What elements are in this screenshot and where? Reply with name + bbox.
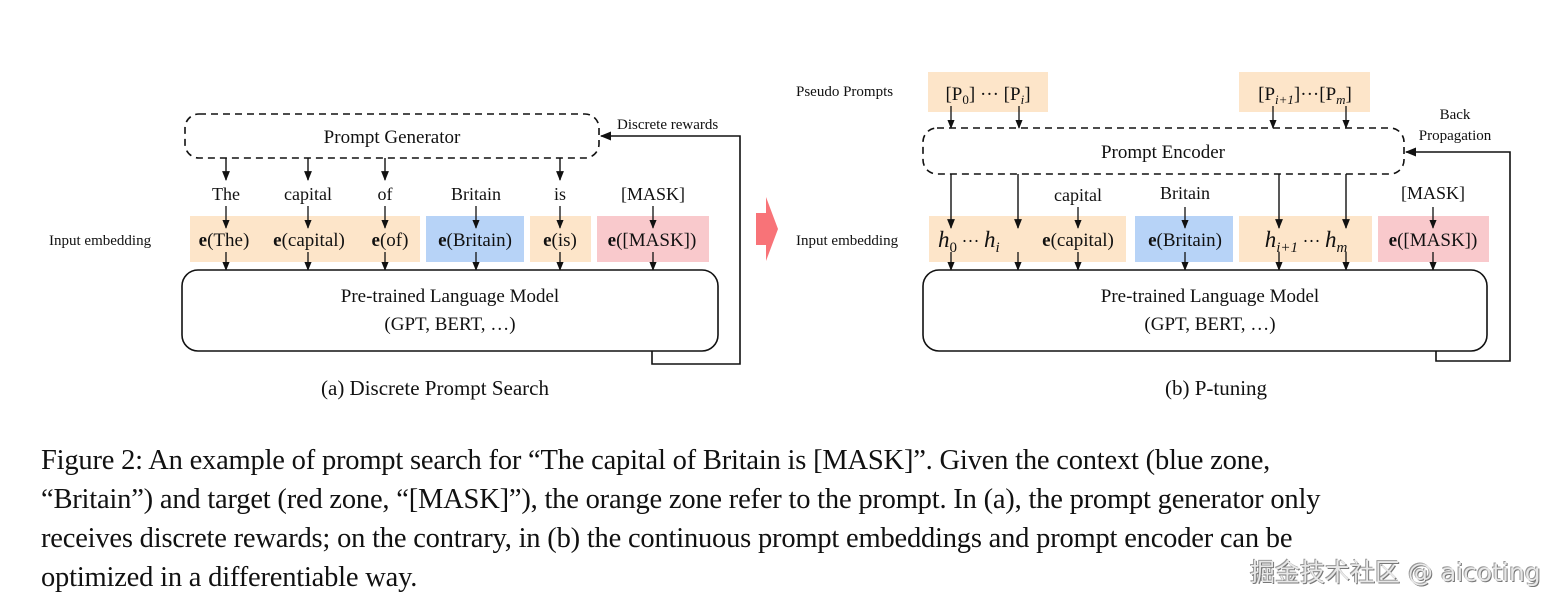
embedding-the: e(The) (199, 230, 250, 251)
language-model-label: Pre-trained Language Model (341, 286, 559, 307)
figure-caption: Figure 2: An example of prompt search fo… (41, 441, 1521, 597)
pseudo-prompts-group-1: [P0] ··· [Pi] (945, 84, 1030, 107)
embedding-capital: e(capital) (1042, 230, 1114, 251)
embedding-mask: e([MASK]) (1389, 230, 1478, 251)
token-britain: Britain (451, 184, 501, 204)
panel-b-p-tuning: Pseudo Prompts [P0] ··· [Pi] [Pi+1]···[P… (796, 72, 1511, 400)
hidden-states-group-1: h0 ··· hi (938, 227, 1000, 256)
token-britain: Britain (1160, 183, 1210, 203)
token-mask: [MASK] (621, 184, 685, 204)
prompt-encoder-box (922, 127, 1405, 175)
panel-a-caption: (a) Discrete Prompt Search (321, 376, 549, 400)
p-tuning-diagram: Prompt Generator The capital of Britain … (49, 72, 1511, 400)
back-propagation-feedback-arrow (1404, 147, 1511, 362)
pseudo-prompt-zone (928, 72, 1048, 112)
input-embedding-label: Input embedding (796, 233, 899, 249)
transition-arrow-icon (756, 197, 778, 261)
prompt-zone (929, 216, 1126, 262)
token-capital: capital (1054, 185, 1102, 205)
caption-line: “Britain”) and target (red zone, “[MASK]… (41, 484, 1321, 515)
back-propagation-label-line2: Propagation (1419, 128, 1492, 144)
caption-line: Figure 2: An example of prompt search fo… (41, 445, 1271, 476)
embedding-is: e(is) (543, 230, 577, 251)
token-is: is (554, 184, 566, 204)
token-capital: capital (284, 184, 332, 204)
token-mask: [MASK] (1401, 183, 1465, 203)
panel-b-caption: (b) P-tuning (1165, 376, 1268, 400)
embedding-capital: e(capital) (273, 230, 345, 251)
back-propagation-label-line1: Back (1440, 107, 1471, 123)
caption-line: optimized in a differentiable way. (41, 562, 418, 593)
token-the: The (212, 184, 240, 204)
input-embedding-label: Input embedding (49, 233, 152, 249)
prompt-generator-box (184, 113, 600, 159)
language-model-box (181, 269, 719, 352)
embedding-mask: e([MASK]) (608, 230, 697, 251)
watermark: 掘金技术社区 @ aicoting (1250, 558, 1541, 587)
token-of: of (378, 184, 393, 204)
language-model-box (922, 269, 1488, 352)
embedding-britain: e(Britain) (438, 230, 512, 251)
pseudo-prompts-label: Pseudo Prompts (796, 84, 893, 100)
language-model-sublabel: (GPT, BERT, …) (384, 314, 515, 335)
panel-a-discrete-prompt-search: Prompt Generator The capital of Britain … (49, 113, 741, 400)
hidden-states-group-2: hi+1 ··· hm (1265, 227, 1348, 256)
discrete-rewards-label: Discrete rewards (617, 117, 718, 133)
discrete-rewards-feedback-arrow (599, 131, 741, 365)
language-model-sublabel: (GPT, BERT, …) (1144, 314, 1275, 335)
prompt-generator-label: Prompt Generator (324, 127, 461, 148)
pseudo-prompt-zone (1239, 72, 1370, 112)
language-model-label: Pre-trained Language Model (1101, 286, 1319, 307)
embedding-britain: e(Britain) (1148, 230, 1222, 251)
prompt-encoder-label: Prompt Encoder (1101, 142, 1226, 163)
caption-line: receives discrete rewards; on the contra… (41, 523, 1293, 554)
embedding-of: e(of) (372, 230, 409, 251)
